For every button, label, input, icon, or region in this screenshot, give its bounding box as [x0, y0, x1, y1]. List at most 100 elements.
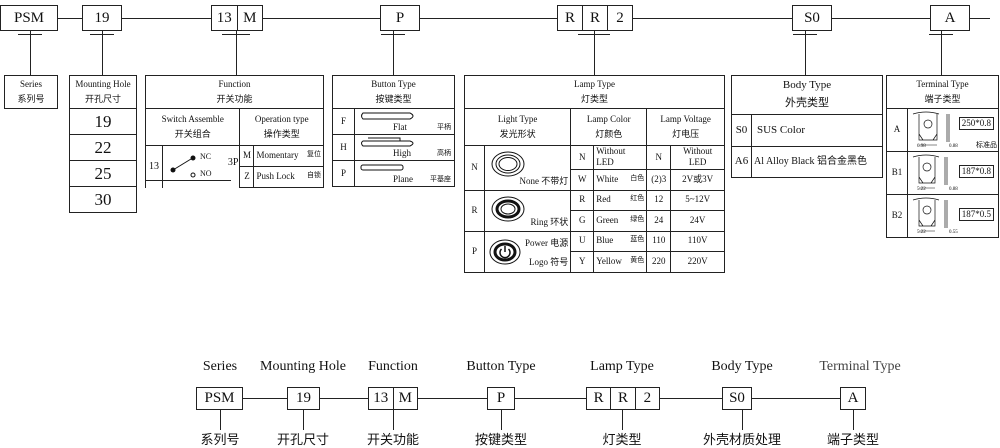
terminal-code: A — [886, 108, 908, 152]
code-box-series: PSM — [0, 5, 58, 31]
terminal-drawing-icon — [912, 197, 948, 232]
bottom-code-box: A — [840, 387, 866, 410]
color-code: Y — [570, 250, 595, 273]
volt-value: 5~12V — [670, 189, 725, 211]
color-cn: 黄色 — [630, 255, 645, 264]
code-box-button: P — [380, 5, 420, 31]
volt-value: 110V — [670, 230, 725, 252]
body-name: Al Alloy Black 铝合金黑色 — [751, 146, 883, 178]
function-title-cn: 开关功能 — [216, 94, 253, 104]
bottom-code-box: P — [487, 387, 515, 410]
button-name: High — [393, 147, 411, 158]
volt-code: 110 — [646, 230, 672, 252]
light-name: Ring 环状 — [530, 217, 569, 228]
button-cn: 平基座 — [430, 175, 451, 184]
code-segment: A — [847, 390, 859, 406]
code-segment: PSM — [204, 390, 235, 406]
mounting-title-cn: 开孔尺寸 — [84, 94, 121, 104]
op-cn: 自锁 — [307, 171, 321, 180]
series-title-cn: 系列号 — [17, 94, 45, 104]
light-code: P — [464, 230, 485, 273]
ring-light-icon — [491, 196, 525, 221]
code-segment: R — [583, 6, 608, 30]
volt-title: Lamp Voltage — [660, 113, 711, 124]
bottom-label: Function — [368, 359, 418, 374]
flat-button-icon — [361, 112, 414, 120]
volt-title-cn: 灯电压 — [672, 129, 700, 139]
button-code: F — [332, 108, 355, 135]
op-cn: 复位 — [307, 150, 321, 159]
terminal-code: B1 — [886, 151, 908, 195]
terminal-thickness: 0.88 — [949, 143, 958, 149]
code-segment: R — [558, 6, 583, 30]
poles-label: 3P — [227, 157, 239, 168]
button-name: Plane — [393, 173, 413, 184]
code-segment: M — [243, 9, 257, 26]
code-segment: A — [944, 9, 956, 26]
color-name: Yellow — [596, 255, 622, 266]
terminal-width: 5.22 — [917, 229, 926, 235]
bottom-label-cn: 开关功能 — [366, 432, 420, 447]
bottom-code-box: PSM — [196, 387, 243, 410]
terminal-note: 标准品 — [976, 141, 997, 150]
high-button-icon — [361, 137, 414, 147]
bottom-label: Mounting Hole — [260, 359, 346, 374]
switch-symbol: NC NO 3P — [161, 145, 241, 188]
color-code: N — [570, 145, 595, 170]
color-code: G — [570, 209, 595, 232]
color-name: Red — [596, 194, 611, 205]
code-segment: 2 — [643, 390, 652, 406]
terminal-width: 6.98 — [917, 143, 926, 149]
body-name: SUS Color — [751, 114, 883, 147]
code-box-mounting: 19 — [82, 5, 122, 31]
terminal-code: B2 — [886, 194, 908, 238]
size-option: 30 — [69, 186, 137, 213]
lamp-title-cn: 灯类型 — [580, 94, 608, 104]
bottom-label-cn: 系列号 — [200, 432, 240, 447]
color-cn: 蓝色 — [630, 235, 645, 244]
op-code: Z — [239, 166, 255, 188]
volt-value: Without LED — [670, 145, 725, 170]
color-name: Without LED — [596, 146, 626, 168]
code-segment: 2 — [616, 9, 624, 26]
code-segment: M — [398, 390, 412, 406]
switch-code: 13 — [145, 145, 163, 188]
switch-title-cn: 开关组合 — [174, 129, 211, 139]
terminal-thickness: 0.55 — [949, 229, 958, 235]
mounting-title: Mounting Hole — [75, 78, 131, 89]
no-label: NO — [200, 169, 212, 178]
body-code: A6 — [731, 146, 752, 178]
op-code: M — [239, 145, 255, 167]
terminal-drawing-icon — [912, 111, 950, 146]
bottom-label-cn: 端子类型 — [826, 432, 880, 447]
op-name: Push Lock — [256, 171, 295, 182]
bottom-code-box: 19 — [287, 387, 320, 410]
color-name: White — [596, 173, 619, 184]
op-name: Momentary — [256, 150, 299, 161]
body-title: Body Type — [782, 79, 832, 92]
volt-code: 24 — [646, 209, 672, 232]
switch-title: Switch Assemble — [161, 113, 224, 124]
code-segment: S0 — [804, 9, 820, 26]
button-name: Flat — [393, 121, 408, 132]
plane-button-icon — [360, 164, 404, 171]
bottom-label: Series — [202, 359, 238, 374]
light-name: None 不带灯 — [519, 176, 569, 187]
color-cn: 绿色 — [630, 214, 645, 223]
color-code: W — [570, 168, 595, 191]
code-box-body: S0 — [792, 5, 832, 31]
terminal-size: 187*0.5 — [958, 208, 994, 222]
volt-value: 220V — [670, 250, 725, 273]
code-segment: R — [611, 388, 636, 409]
bottom-label-cn: 开孔尺寸 — [276, 432, 330, 447]
code-segment: 19 — [94, 9, 110, 26]
color-title-cn: 灯颜色 — [595, 129, 623, 139]
light-name-2: Logo 符号 — [529, 257, 569, 268]
